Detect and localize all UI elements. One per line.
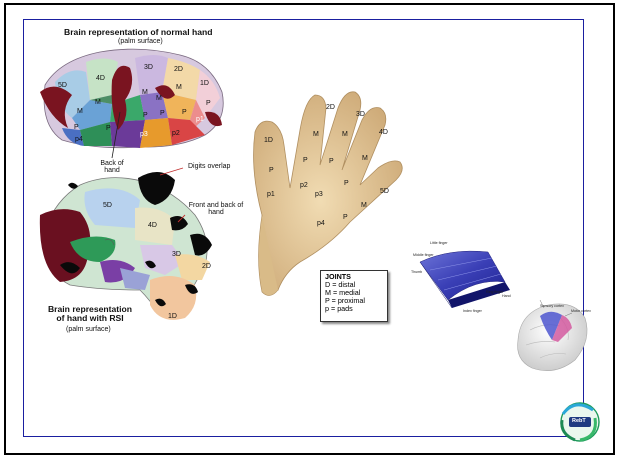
hand-label: M: [342, 131, 348, 138]
normal-map-title: Brain representation of normal hand: [64, 28, 213, 37]
cortex-strip-label: Thumb: [411, 270, 422, 274]
rsi-region-label: 2D: [202, 263, 211, 270]
normal-region-label: P: [106, 125, 111, 132]
hand-label: p3: [315, 191, 323, 198]
normal-region-label: 3D: [144, 64, 153, 71]
front-and-back-label: Front and back of hand: [186, 202, 246, 217]
cortex-strip-label: Hand: [502, 294, 511, 298]
normal-region-label: 4D: [96, 75, 105, 82]
hand-label: M: [361, 202, 367, 209]
cortex-strip-label: Ring finger: [486, 290, 503, 294]
hand-label: p4: [317, 220, 325, 227]
cortex-strip-label: Index finger: [463, 309, 482, 313]
normal-region-label: p3: [140, 131, 148, 138]
rsi-map-subtitle: (palm surface): [66, 326, 111, 333]
normal-region-label: P: [74, 124, 79, 131]
joints-line: p = pads: [325, 305, 383, 313]
hand-label: P: [344, 180, 349, 187]
hand-label: P: [329, 158, 334, 165]
joints-legend: JOINTS D = distal M = medial P = proxima…: [320, 270, 388, 322]
hand-label: M: [362, 155, 368, 162]
cortex-strip-label: Little finger: [430, 241, 448, 245]
hand-label: 4D: [379, 129, 388, 136]
cortex-strip-diagram: [420, 251, 510, 308]
normal-region-label: p1: [196, 116, 204, 123]
back-of-hand-label: Back of hand: [98, 160, 126, 175]
normal-region-label: M: [156, 95, 162, 102]
hand-label: p1: [267, 191, 275, 198]
hand-label: 2D: [326, 104, 335, 111]
rsi-region-label: 1D: [168, 313, 177, 320]
normal-region-label: p4: [75, 136, 83, 143]
normal-map-subtitle: (palm surface): [118, 38, 163, 45]
hand-label: 3D: [356, 111, 365, 118]
hand-label: P: [269, 167, 274, 174]
normal-region-label: M: [176, 84, 182, 91]
normal-region-label: 2D: [174, 66, 183, 73]
brain-label: Sensory cortex: [540, 304, 564, 308]
normal-region-label: P: [206, 100, 211, 107]
normal-region-label: M: [95, 99, 101, 106]
logo-text: RebT: [572, 419, 586, 425]
hand-label: 1D: [264, 137, 273, 144]
hand-label: p2: [300, 182, 308, 189]
normal-brain-map: [40, 49, 223, 158]
normal-region-label: 5D: [58, 82, 67, 89]
hand-label: M: [313, 131, 319, 138]
cortex-strip-label: Middle finger: [413, 253, 434, 257]
hand-label: P: [343, 214, 348, 221]
rsi-map-title: Brain representation of hand with RSI: [45, 305, 135, 323]
digits-overlap-label: Digits overlap: [188, 163, 230, 170]
hand-label: P: [303, 157, 308, 164]
rsi-brain-map: [40, 168, 212, 320]
normal-region-label: M: [142, 89, 148, 96]
rsi-region-label: 4D: [148, 222, 157, 229]
normal-region-label: p2: [172, 130, 180, 137]
normal-region-label: M: [77, 108, 83, 115]
normal-region-label: 1D: [200, 80, 209, 87]
normal-region-label: P: [160, 110, 165, 117]
brain-label: Motor cortex: [571, 309, 591, 313]
rsi-region-label: 3D: [172, 251, 181, 258]
rsi-region-label: 5D: [103, 202, 112, 209]
normal-region-label: P: [182, 109, 187, 116]
normal-region-label: P: [143, 112, 148, 119]
hand-label: 5D: [380, 188, 389, 195]
